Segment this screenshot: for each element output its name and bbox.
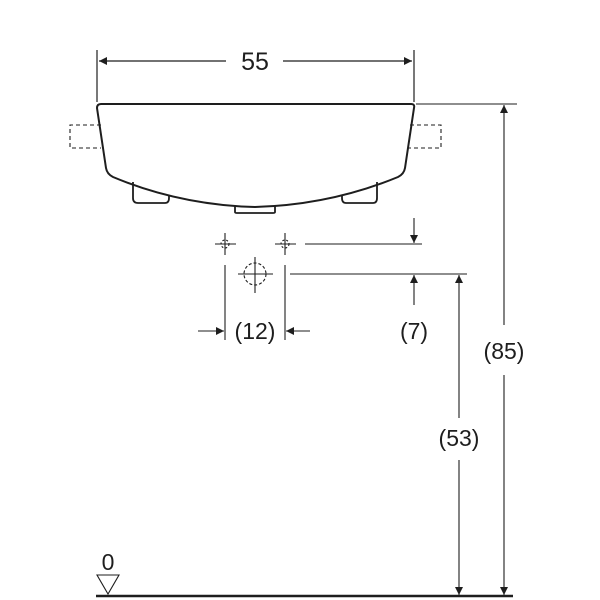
right-bracket-dashed (408, 124, 442, 149)
basin-outline (95, 103, 416, 209)
left-foot (132, 182, 170, 204)
width-dimension: 55 (96, 48, 415, 102)
left-bracket-dashed (69, 124, 101, 149)
level-triangle-icon (96, 574, 120, 596)
tap-spacing-dimension (198, 265, 310, 340)
waste-hole-icon (238, 257, 273, 293)
right-foot (341, 182, 378, 204)
floor-level: 0 (96, 549, 513, 598)
tap-spacing-label: (12) (235, 318, 276, 344)
total-height-label: (85) (484, 338, 525, 364)
left-tap-hole-icon (215, 233, 236, 255)
width-label: 55 (241, 48, 269, 76)
bottom-pad (234, 206, 276, 214)
waste-height-label: (53) (439, 425, 480, 451)
washbasin-body (69, 103, 442, 214)
right-tap-hole-icon (275, 233, 296, 255)
tap-offset-dimension (290, 218, 467, 305)
fixing-holes (215, 233, 296, 293)
floor-level-label: 0 (102, 549, 115, 575)
total-height-dimension (416, 103, 517, 595)
tap-offset-label: (7) (400, 318, 428, 344)
